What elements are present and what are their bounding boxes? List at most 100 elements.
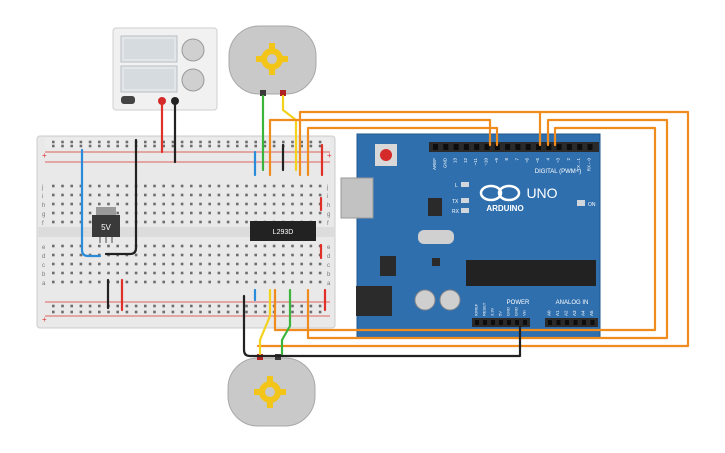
row-label: f (327, 221, 329, 227)
rail-plus-label: + (42, 151, 47, 160)
power-pin[interactable] (483, 320, 487, 325)
power-pin-label: 3.3V (490, 307, 495, 316)
wire-motor-bottom-1[interactable] (258, 288, 272, 357)
digital-pin[interactable] (515, 144, 521, 150)
wires (80, 94, 690, 358)
wire-blue[interactable] (80, 148, 102, 258)
power-supply[interactable] (112, 27, 218, 111)
analog-pin[interactable] (573, 320, 578, 325)
wire-gnd[interactable] (242, 294, 522, 358)
analog-pin-label: A3 (572, 310, 577, 316)
digital-pin[interactable] (566, 144, 572, 150)
power-label: POWER (507, 300, 530, 306)
row-label: e (42, 245, 46, 251)
capacitor-2 (439, 289, 461, 311)
row-label: a (42, 281, 46, 287)
reset-button[interactable] (380, 149, 392, 161)
analog-pin[interactable] (582, 320, 586, 325)
positive-terminal[interactable] (158, 97, 166, 105)
crystal-oscillator (418, 230, 454, 244)
chip-label: L293D (273, 229, 294, 236)
motor-bottom[interactable] (227, 354, 316, 427)
wire-pin-11[interactable] (268, 118, 492, 177)
digital-pin[interactable] (443, 144, 449, 150)
power-jack (356, 286, 392, 316)
row-label: g (42, 212, 45, 218)
digital-pin-label: RX←0 (587, 158, 592, 172)
row-label: i (327, 194, 328, 200)
driver-chip[interactable]: L293D (250, 221, 316, 241)
analog-pin-label: A1 (555, 310, 560, 316)
analog-pin-label: A4 (581, 310, 586, 316)
brand-label: ARDUINO (486, 204, 523, 213)
digital-pin[interactable] (494, 144, 500, 150)
power-switch[interactable] (121, 96, 135, 104)
power-pin[interactable] (507, 320, 511, 325)
digital-pin[interactable] (587, 144, 593, 150)
digital-pin[interactable] (546, 144, 552, 150)
power-pin[interactable] (475, 320, 479, 325)
row-label: b (327, 272, 331, 278)
wire-black-reg[interactable] (104, 138, 138, 256)
digital-pin-label: GND (442, 157, 447, 168)
digital-pin[interactable] (505, 144, 511, 150)
row-label: e (327, 245, 331, 251)
digital-pin[interactable] (484, 144, 490, 150)
motor-top[interactable] (228, 25, 317, 96)
wire-motor-top-2[interactable] (281, 94, 298, 172)
analog-pin[interactable] (565, 320, 569, 325)
row-label: c (327, 263, 330, 269)
digital-pin[interactable] (536, 144, 541, 150)
digital-pin-label: 4 (545, 158, 550, 161)
digital-pin-label: ~10 (484, 158, 489, 166)
current-knob-icon[interactable] (181, 68, 205, 92)
analog-pin[interactable] (548, 320, 552, 325)
l-label: L (455, 183, 458, 189)
wire-motor-bottom-2[interactable] (280, 288, 292, 357)
analog-pin-label: A2 (564, 310, 569, 316)
digital-pin[interactable] (556, 144, 562, 150)
digital-pin-label: AREF (432, 158, 437, 170)
wire-pin-10[interactable] (306, 126, 499, 177)
model-label: UNO (526, 185, 557, 201)
analog-pin-label: A5 (589, 310, 594, 316)
digital-pin-label: ~5 (535, 158, 540, 164)
digital-pin[interactable] (463, 144, 469, 150)
digital-pin-label: 12 (463, 158, 468, 164)
digital-pin[interactable] (525, 144, 531, 150)
voltage-display (124, 39, 174, 59)
power-pin[interactable] (515, 320, 519, 325)
gear-icon (254, 376, 286, 408)
analog-label: ANALOG IN (556, 300, 589, 306)
digital-pin[interactable] (433, 144, 438, 150)
current-display (124, 69, 174, 89)
digital-pin[interactable] (453, 144, 459, 150)
digital-pin-label: ~11 (473, 158, 478, 166)
rail-plus-label-bottom: + (42, 315, 47, 324)
wire-pin-6[interactable] (256, 110, 690, 348)
digital-label: DIGITAL (PWM~) (535, 169, 582, 175)
analog-pin-label: A0 (547, 310, 552, 316)
power-pin[interactable] (491, 320, 495, 325)
digital-pin[interactable] (474, 144, 480, 150)
digital-pin-label: ~6 (525, 158, 530, 164)
analog-pin[interactable] (590, 320, 595, 325)
row-label: g (327, 212, 330, 218)
power-pin[interactable] (523, 320, 527, 325)
row-label: j (326, 185, 328, 191)
voltage-knob-icon[interactable] (181, 38, 205, 62)
power-pin[interactable] (499, 320, 503, 325)
wire-pin-4[interactable] (273, 126, 657, 332)
power-pin-label: GND (506, 307, 511, 316)
on-label: ON (588, 202, 596, 208)
atmega-chip (466, 260, 596, 286)
arduino-logo-icon (479, 184, 521, 202)
digital-pin[interactable] (577, 144, 583, 150)
small-chip (428, 198, 442, 216)
voltage-regulator[interactable]: 5V (92, 207, 120, 243)
row-label: d (327, 254, 330, 260)
negative-terminal[interactable] (171, 97, 179, 105)
analog-pin[interactable] (556, 320, 561, 325)
